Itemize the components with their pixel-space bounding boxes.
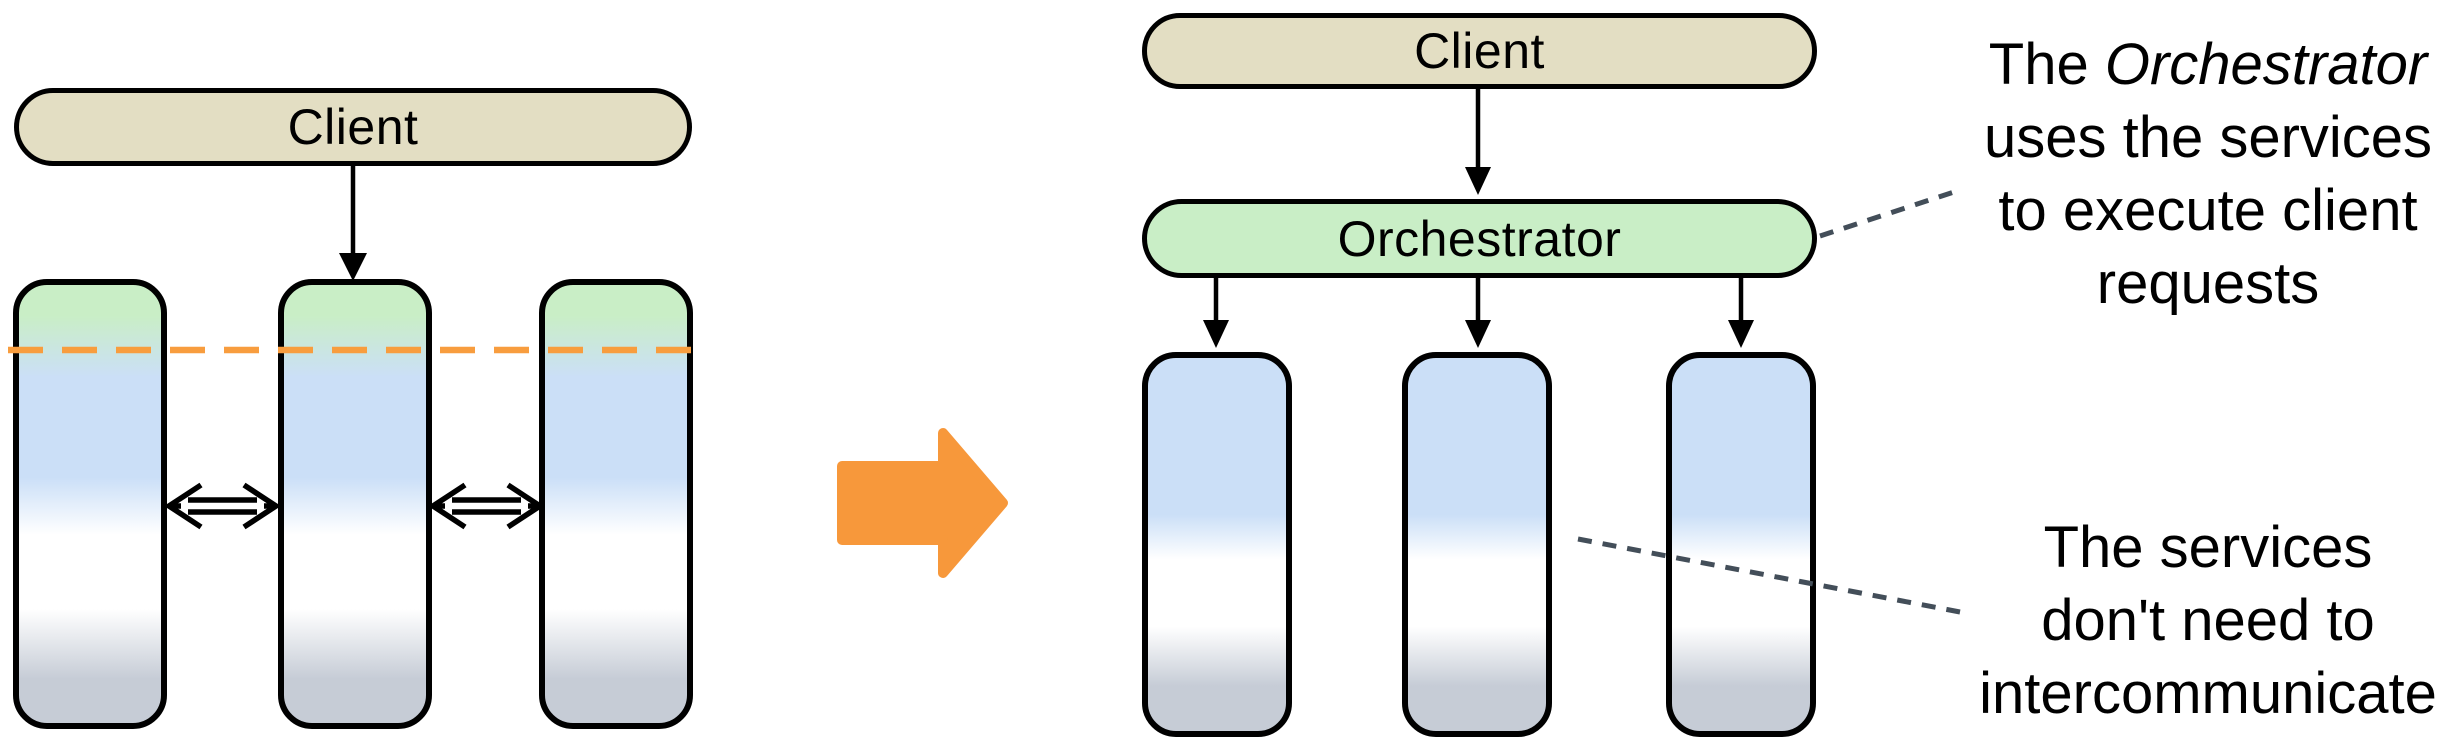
orchestrator-arrowhead-3-icon [1728,320,1754,348]
right-client-box: Client [1142,13,1817,89]
left-service-3 [539,279,693,729]
left-service-2 [278,279,432,729]
services-note-line-1: The services [2043,515,2373,580]
right-client-arrowhead-icon [1465,167,1491,195]
orchestrator-note-line-3: to execute client [1998,178,2418,243]
services-note: The services don't need to intercommunic… [1958,511,2451,730]
orchestrator-note-italic: Orchestrator [2104,32,2428,97]
bidirectional-arrow-icon [427,482,546,530]
transform-arrow-icon [837,428,1008,578]
services-note-line-2: don't need to [2041,588,2375,653]
orchestrator-note-line-4: requests [2096,251,2320,316]
right-service-1 [1142,352,1292,737]
orchestrator-label: Orchestrator [1337,210,1622,267]
orchestrator-arrowhead-2-icon [1465,320,1491,348]
orchestrator-box: Orchestrator [1142,199,1817,278]
orchestrator-note-line-1: The Orchestrator [1988,32,2428,97]
left-client-box: Client [14,88,692,166]
right-client-label: Client [1414,23,1545,79]
orchestrator-note: The Orchestrator uses the services to ex… [1958,28,2451,320]
bidirectional-arrow-icon [163,482,282,530]
right-service-2 [1402,352,1552,737]
orchestrator-note-line-2: uses the services [1983,105,2433,170]
left-client-arrowhead-icon [339,253,367,281]
left-service-1 [13,279,167,729]
orchestrator-arrowhead-1-icon [1203,320,1229,348]
left-client-label: Client [287,99,419,155]
right-service-3 [1666,352,1816,737]
orchestrator-note-leader-dash-icon [1819,187,1961,239]
services-note-line-3: intercommunicate [1979,661,2437,726]
